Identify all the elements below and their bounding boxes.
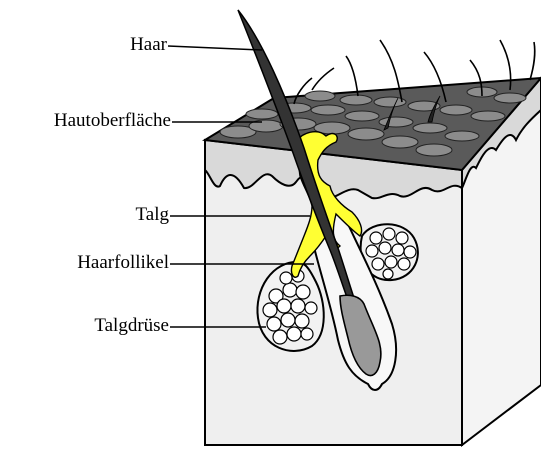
label-sebum: Talg <box>136 205 170 224</box>
label-sebaceous-gland: Talgdrüse <box>94 316 169 335</box>
label-hair-follicle: Haarfollikel <box>77 253 169 272</box>
label-skin-surface: Hautoberfläche <box>54 111 171 130</box>
leader-haar <box>168 46 262 50</box>
label-hair: Haar <box>130 35 167 54</box>
